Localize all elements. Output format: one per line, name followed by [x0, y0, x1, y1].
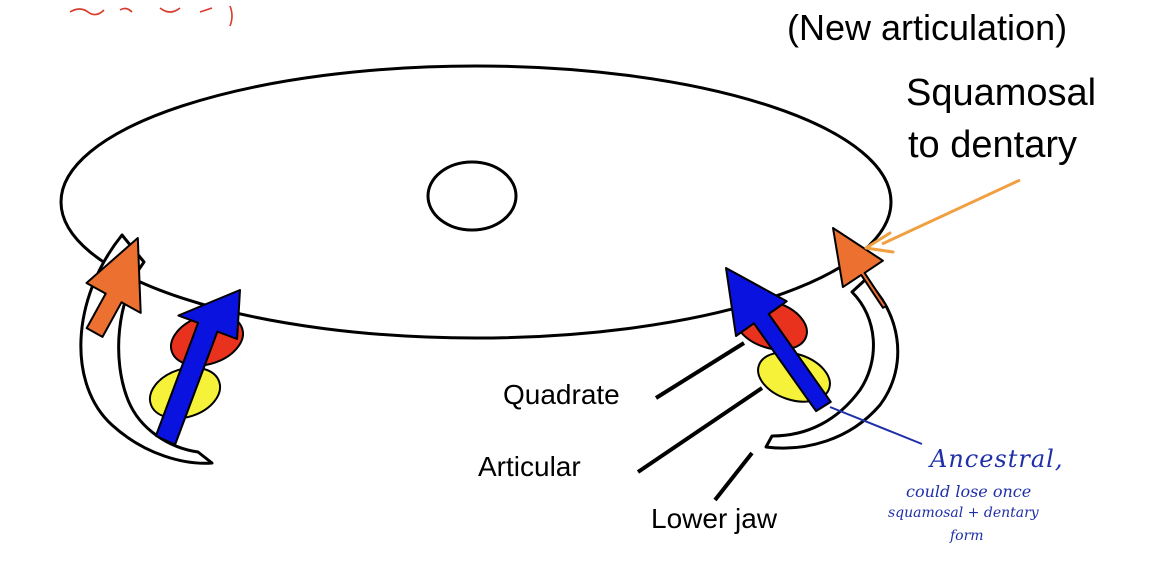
- squamosal-pointer-line: [881, 178, 1021, 246]
- ancestral-annotation: Ancestral,: [930, 445, 1064, 473]
- right-ancestral-arrow: [725, 267, 832, 413]
- quadrate-label: Quadrate: [503, 379, 620, 410]
- articular-label: Articular: [478, 451, 581, 482]
- squamosal-label: Squamosal: [906, 72, 1097, 114]
- articular-leader-line: [636, 386, 764, 474]
- lower-jaw-leader-line: [713, 451, 754, 502]
- squamosal-pointer-head: [864, 231, 895, 254]
- right-lower-jaw: [764, 278, 900, 450]
- left-new-articulation-arrow: [85, 237, 142, 338]
- ancestral-note-line2: squamosal + dentary: [888, 505, 1039, 521]
- to-dentary-label: to dentary: [908, 124, 1077, 166]
- lower-jaw-label: Lower jaw: [651, 503, 778, 534]
- ancestral-annotation-line: [829, 406, 923, 445]
- ancestral-note-line1: could lose once: [906, 482, 1032, 501]
- ancestral-note-line3: form: [950, 528, 984, 544]
- new-articulation-label: (New articulation): [787, 7, 1068, 48]
- right-new-articulation-arrow: [832, 227, 888, 309]
- red-scribble: [69, 5, 233, 27]
- skull-center-circle: [426, 160, 518, 232]
- left-ancestral-arrow: [154, 289, 241, 446]
- quadrate-leader-line: [654, 341, 746, 400]
